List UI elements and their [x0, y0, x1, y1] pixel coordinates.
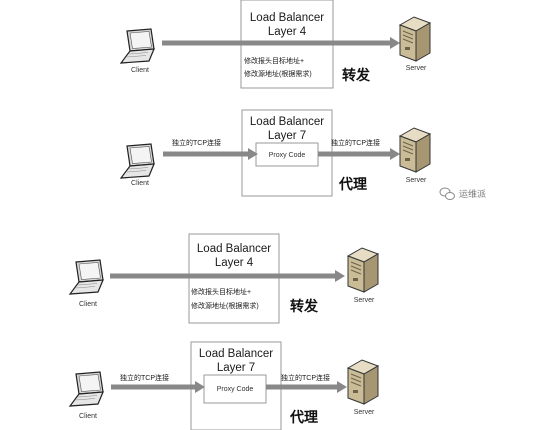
box-title-line2: Layer 7 [268, 130, 306, 142]
proxy-label-big: 代理 [289, 409, 318, 425]
right-connection-label: 独立的TCP连接 [281, 373, 330, 382]
box-title-line1: Load Balancer [250, 12, 324, 24]
server-icon [399, 127, 431, 173]
diagram-layer7-top: Load Balancer Layer 7 Proxy Code 独立的TCP连… [120, 109, 431, 197]
watermark-text: 运维派 [459, 188, 486, 199]
server-icon [347, 247, 379, 293]
forward-label: 转发 [342, 67, 371, 83]
box-title-line2: Layer 4 [215, 257, 254, 269]
server-label: Server [354, 297, 375, 304]
client-laptop-icon [120, 143, 155, 179]
box-title-line2: Layer 7 [217, 362, 255, 374]
box-title-line1: Load Balancer [197, 243, 271, 255]
note-line-2: 修改源地址(根据需求) [244, 69, 312, 78]
client-laptop-icon [120, 28, 155, 64]
watermark: 运维派 [439, 187, 486, 200]
left-connection-label: 独立的TCP连接 [172, 138, 221, 147]
note-line-1: 修改报头目标地址+ [244, 56, 304, 65]
client-label: Client [131, 180, 149, 187]
diagram-layer4-bottom: Load Balancer Layer 4 修改报头目标地址+ 修改源地址(根据… [69, 233, 379, 324]
note-line-2: 修改源地址(根据需求) [191, 301, 259, 310]
box-title-line1: Load Balancer [250, 116, 324, 128]
proxy-code-label: Proxy Code [269, 152, 306, 159]
proxy-code-box [203, 374, 267, 404]
server-label: Server [406, 177, 427, 184]
server-label: Server [354, 409, 375, 416]
box-title-line1: Load Balancer [199, 348, 273, 360]
proxy-code-label: Proxy Code [217, 386, 254, 393]
client-laptop-icon [69, 371, 104, 407]
server-label: Server [406, 65, 427, 72]
right-connection-label: 独立的TCP连接 [331, 138, 380, 147]
client-label: Client [79, 413, 97, 420]
forward-label: 转发 [290, 298, 319, 314]
client-laptop-icon [69, 259, 104, 295]
left-connection-label: 独立的TCP连接 [120, 373, 169, 382]
wechat-icon [439, 187, 455, 200]
note-line-1: 修改报头目标地址+ [191, 287, 251, 296]
server-icon [399, 16, 431, 62]
box-title-line2: Layer 4 [268, 26, 307, 38]
client-label: Client [79, 301, 97, 308]
diagram-layer7-bottom: Load Balancer Layer 7 Proxy Code 独立的TCP连… [69, 341, 379, 430]
diagram-layer4-top: Load Balancer Layer 4 修改报头目标地址+ 修改源地址(根据… [120, 0, 431, 89]
proxy-label-big: 代理 [338, 176, 367, 192]
client-label: Client [131, 67, 149, 74]
server-icon [347, 359, 379, 405]
